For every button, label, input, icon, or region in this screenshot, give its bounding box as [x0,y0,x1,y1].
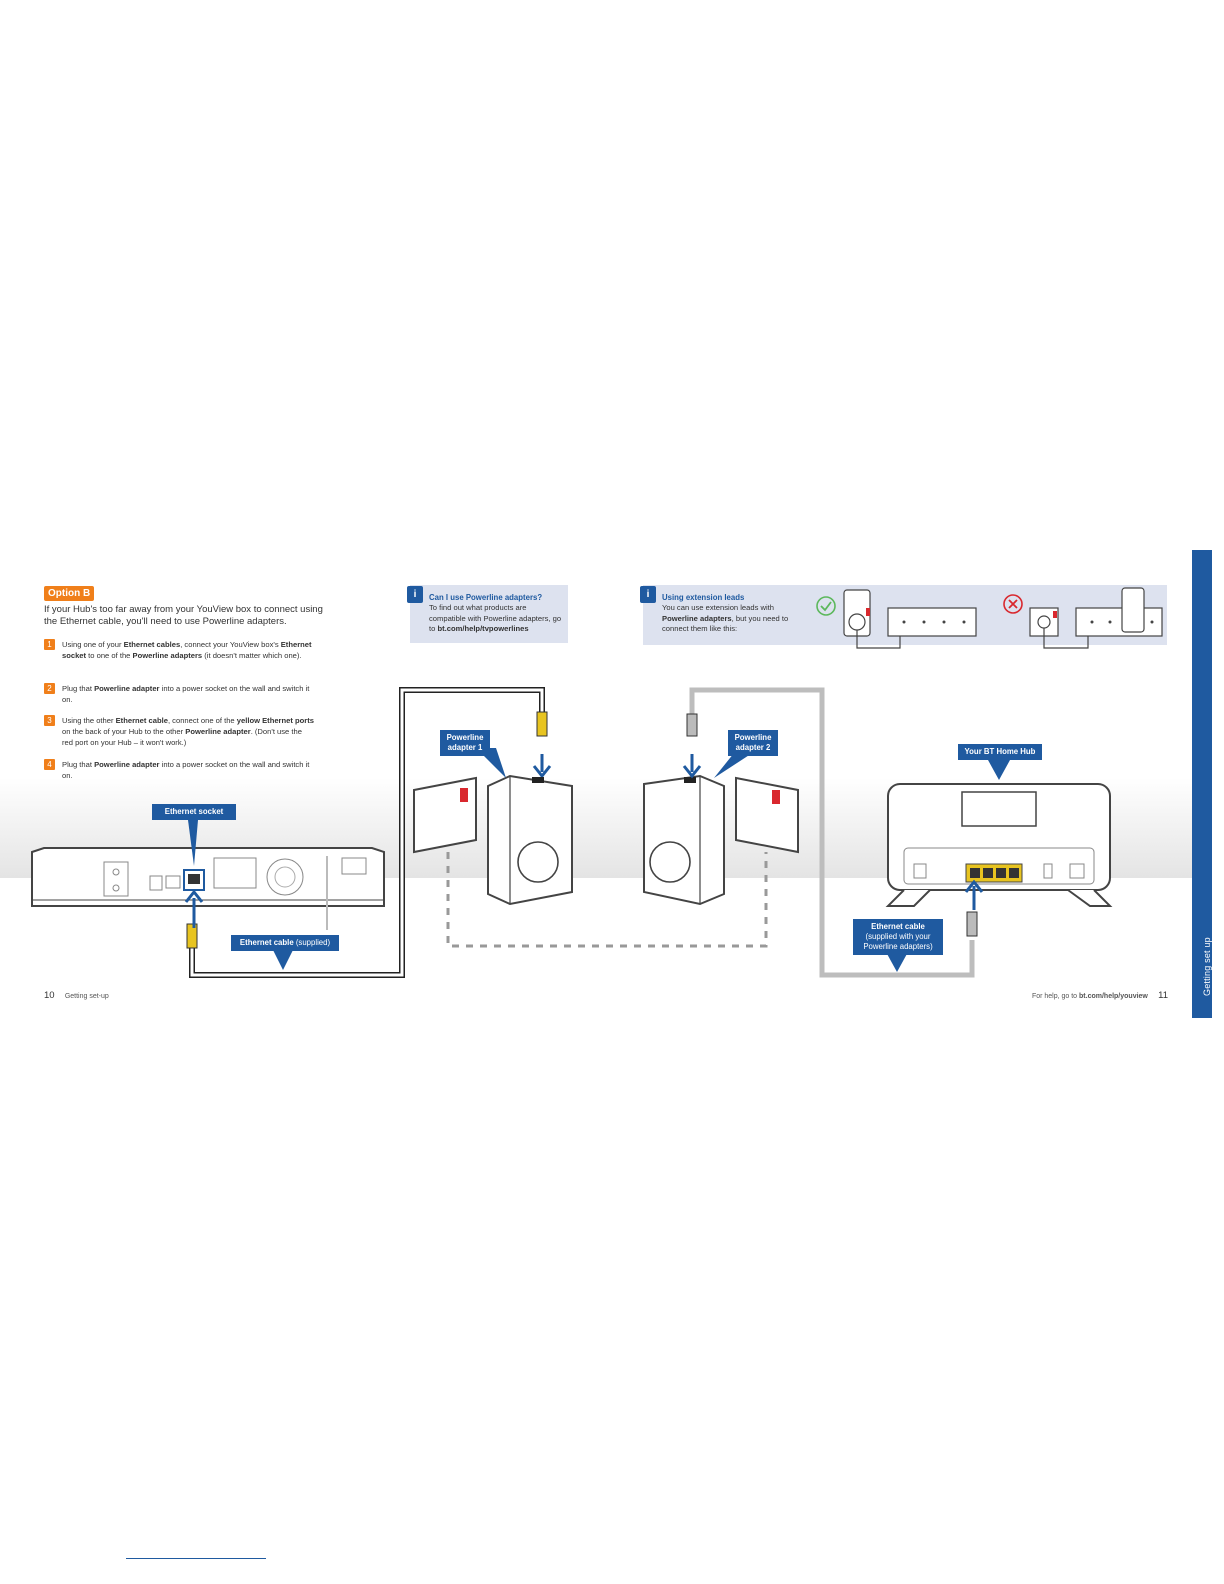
step-4: 4 Plug that Powerline adapter into a pow… [44,759,314,781]
step-text: Plug that Powerline adapter into a power… [62,760,310,780]
footer-left: 10 Getting set-up [44,990,109,1001]
callout-powerline-adapter-1: Powerline adapter 1 [440,730,490,756]
step-number: 2 [44,683,55,694]
callout-ethernet-socket: Ethernet socket [152,804,236,820]
section-side-tab: Getting set up [1192,550,1212,1018]
intro-text: If your Hub's too far away from your You… [44,604,323,627]
help-link[interactable]: bt.com/help/youview [1079,993,1148,1000]
option-badge: Option B [44,586,95,601]
step-number: 3 [44,715,55,726]
info-icon: i [407,586,423,603]
step-text: Using one of your Ethernet cables, conne… [62,640,312,660]
cross-icon [1003,594,1023,614]
extension-lead-illustration [816,587,1163,649]
info-extension-title: Using extension leads [662,593,745,602]
arrow-up-icon [964,879,984,910]
arrow-down-icon [532,754,552,779]
page-number-left: 10 [44,990,55,1001]
check-icon [816,596,836,616]
step-3: 3 Using the other Ethernet cable, connec… [44,715,314,748]
step-number: 1 [44,639,55,650]
callout-hub-ethernet-cable: Ethernet cable (supplied with your Power… [853,919,943,955]
callout-ethernet-cable: Ethernet cable (supplied) [231,935,339,951]
divider-line [126,1558,266,1559]
powerline-link[interactable]: bt.com/help/tvpowerlines [437,624,529,633]
callout-bt-home-hub: Your BT Home Hub [958,744,1042,760]
wall-socket-2 [735,776,799,854]
step-2: 2 Plug that Powerline adapter into a pow… [44,683,314,705]
info-powerline-title: Can I use Powerline adapters? [429,593,543,602]
youview-box [31,847,385,930]
info-box-powerline [410,585,568,643]
footer-right: For help, go to bt.com/help/youview 11 [1031,990,1168,1001]
arrow-down-icon [682,754,702,779]
info-extension-text: You can use extension leads with Powerli… [662,603,789,633]
footer-section: Getting set-up [64,993,109,1000]
info-icon: i [640,586,656,603]
step-text: Plug that Powerline adapter into a power… [62,684,310,704]
bt-home-hub [885,783,1113,907]
info-powerline-text: To find out what products are compatible… [429,603,562,633]
step-1: 1 Using one of your Ethernet cables, con… [44,639,314,661]
step-number: 4 [44,759,55,770]
callout-powerline-adapter-2: Powerline adapter 2 [728,730,778,756]
powerline-adapter-1 [487,774,573,906]
arrow-up-icon [184,889,204,928]
page-number-right: 11 [1158,990,1168,1001]
powerline-adapter-2 [643,774,725,906]
wall-socket-1 [413,776,477,854]
step-text: Using the other Ethernet cable, connect … [62,716,314,747]
